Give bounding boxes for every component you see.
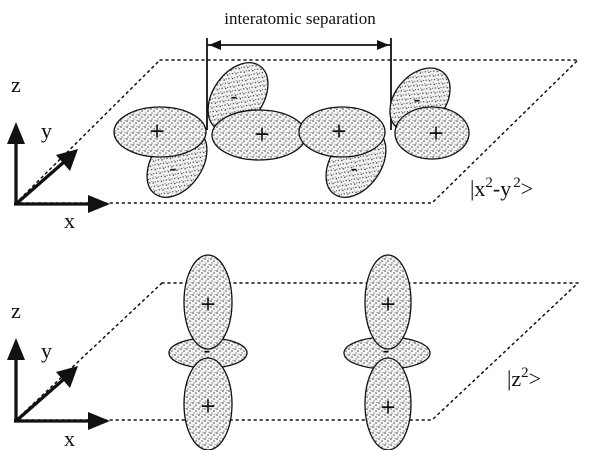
bottom-x-arrowhead	[88, 412, 110, 430]
top-y-axis	[14, 160, 66, 206]
separation-caption: interatomic separation	[224, 9, 376, 28]
bottom-panel: z y x + - + + - + |z2>	[7, 254, 580, 450]
top-ket-exp1: 2	[485, 175, 493, 191]
atom-3-lobe-upper-plus	[183, 254, 233, 350]
bottom-y-label: y	[41, 338, 52, 363]
bottom-ket-exp: 2	[521, 365, 529, 381]
bottom-orbital-label: |z2>	[507, 365, 541, 391]
atom-2-sign-left: +	[331, 119, 348, 143]
atom-3-lobe-lower-plus	[183, 357, 233, 450]
top-ket-exp2: 2	[513, 175, 521, 191]
atom-4-sign-torus: -	[382, 339, 389, 363]
atom-4-dz2-orbital: + - +	[343, 254, 431, 450]
top-ket-open: |x	[470, 176, 485, 201]
atom-4-lobe-lower-plus	[364, 357, 412, 450]
atom-1-lobe-left-plus	[113, 106, 207, 158]
atom-1-sign-left: +	[149, 119, 166, 143]
bottom-z-label: z	[11, 298, 21, 323]
top-x-arrowhead	[88, 195, 110, 213]
top-z-label: z	[11, 72, 21, 97]
top-ket-mid: -y	[493, 176, 511, 201]
atom-2-sign-lower: -	[350, 157, 357, 181]
bottom-x-label: x	[64, 426, 75, 450]
bottom-plane	[14, 282, 580, 421]
top-y-arrowhead	[56, 149, 78, 171]
bottom-y-arrowhead	[56, 366, 78, 388]
atom-3-sign-upper: +	[200, 292, 217, 316]
bottom-ket-close: >	[529, 366, 541, 391]
top-z-arrowhead	[7, 122, 25, 144]
atom-3-dz2-orbital: + - +	[168, 254, 248, 450]
atom-1-sign-right: +	[254, 122, 271, 146]
bottom-y-axis	[14, 377, 66, 423]
bottom-z-arrowhead	[7, 338, 25, 360]
atom-4-lobe-upper-plus	[364, 254, 412, 350]
separation-right-arrowhead	[377, 40, 389, 50]
atom-4-sign-upper: +	[380, 292, 397, 316]
atom-1-sign-lower: -	[169, 157, 176, 181]
top-axes: z y x	[7, 72, 110, 233]
atom-4-sign-lower: +	[380, 395, 397, 419]
atom-2-lobe-right-plus	[394, 106, 470, 160]
top-x-label: x	[64, 208, 75, 233]
top-panel: z y x interatomic separation - - + +	[7, 9, 580, 233]
top-y-label: y	[41, 118, 52, 143]
top-ket-close: >	[521, 176, 533, 201]
atom-2-dx2y2-orbital: - - + +	[298, 67, 470, 198]
atom-3-sign-torus: -	[203, 339, 210, 363]
atom-3-sign-lower: +	[200, 394, 217, 418]
bottom-axes: z y x	[7, 298, 110, 450]
separation-left-arrowhead	[209, 40, 221, 50]
atom-2-sign-right: +	[428, 121, 445, 145]
atom-2-lobe-left-plus	[298, 106, 386, 158]
atom-1-dx2y2-orbital: - - + +	[113, 62, 307, 198]
atom-2-sign-upper: -	[413, 88, 420, 112]
atom-1-sign-upper: -	[230, 85, 237, 109]
bottom-ket-open: |z	[507, 366, 521, 391]
